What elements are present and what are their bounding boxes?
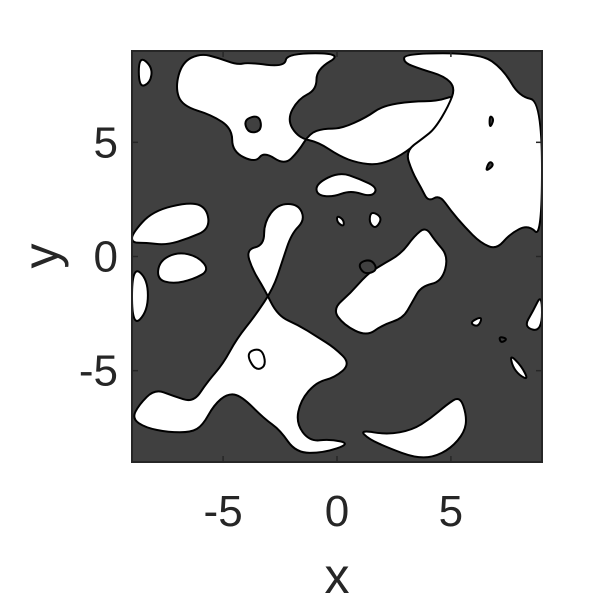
y-tick-label: 0 [94,233,118,282]
contour-region-hole-top-center [244,115,262,134]
x-tick-label: 5 [439,487,463,536]
y-tick-label: -5 [79,347,118,396]
contour-region-hole-right-c [498,336,507,343]
contour-region-hole-right-a [488,115,495,127]
axis-tick-labels: -5 0 5 -5 0 5 [79,118,463,536]
axis-ticks [132,51,542,462]
contour-region-hole-right-b [485,161,494,171]
contour-region-center-small-blob [315,173,377,198]
contour-region-left-finger-lower [157,252,208,284]
contour-regions [132,52,542,459]
contour-region-top-right-region [403,52,542,249]
contour-region-lower-left-branching-region [133,203,348,454]
x-tick-label: 0 [325,487,349,536]
contour-region-left-edge-blob [132,270,149,322]
y-axis-label: y [13,244,69,269]
contour-region-small-dot-right [470,317,483,327]
contour-region-center-dot-a [336,215,345,227]
x-tick-label: -5 [204,487,243,536]
contour-region-hole-center [358,259,377,275]
contour-region-right-small-blob [510,356,528,380]
contour-region-bottom-right-region [362,398,467,459]
x-axis-label: x [325,548,350,600]
contour-region-left-finger-upper [132,202,210,246]
contour-region-center-dot-b [368,211,382,228]
y-tick-label: 5 [94,118,118,167]
contour-region-top-left-small-blob [137,58,153,87]
contour-region-bottom-left-small-blob [247,348,266,370]
